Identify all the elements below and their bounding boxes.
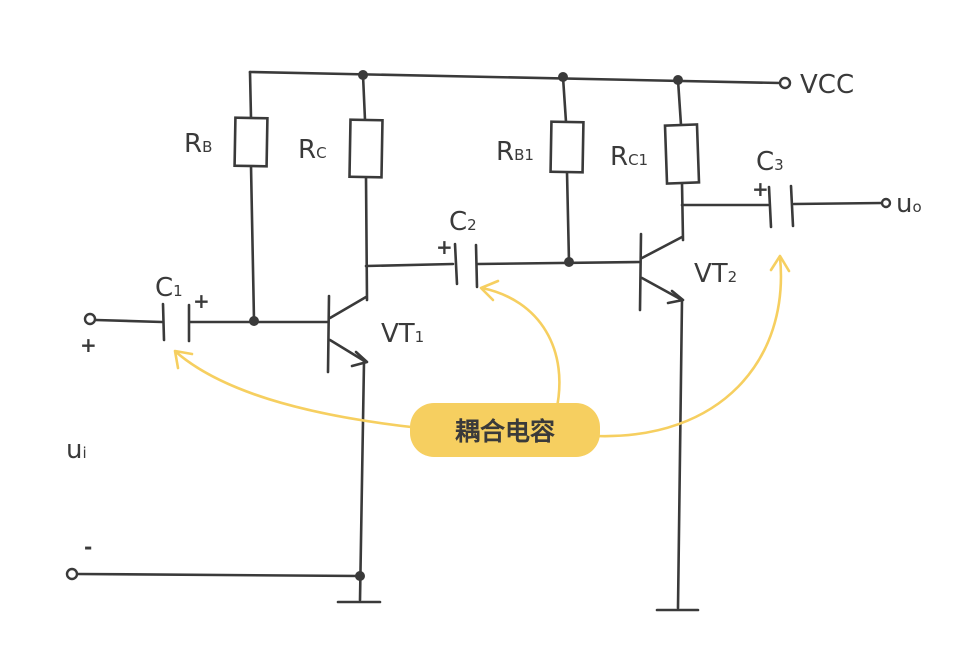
resistor-rc xyxy=(348,118,384,179)
capacitor-c2 xyxy=(453,242,479,289)
callout-arrow-c1-head xyxy=(173,349,194,370)
rc-top-wire xyxy=(361,73,367,122)
label-input: ui xyxy=(66,435,87,465)
input-minus-sign: - xyxy=(84,535,92,559)
junction-dot xyxy=(355,571,365,581)
rc1-bottom-wire xyxy=(680,181,685,242)
rb1-top-wire xyxy=(561,75,568,124)
callout-arrow-c1 xyxy=(174,350,422,430)
c2-to-vt2-base-wire xyxy=(476,260,642,266)
input-plus-sign: + xyxy=(80,333,97,357)
output-wire xyxy=(792,201,884,206)
callout-arrow-c2-head xyxy=(479,279,500,302)
label-c3: C3 xyxy=(756,147,784,177)
callout-arrow-c2 xyxy=(480,286,561,414)
vcc-rail xyxy=(248,70,782,85)
label-c2: C2 xyxy=(449,207,477,237)
capacitor-c1 xyxy=(161,302,191,343)
output-terminal xyxy=(880,197,892,209)
polarity-c3: + xyxy=(752,177,769,201)
callout-arrow-c3-head xyxy=(769,254,791,273)
callout-text: 耦合电容 xyxy=(455,417,555,446)
vcc-label: VCC xyxy=(800,70,854,100)
label-rc1: RC1 xyxy=(610,142,648,172)
junction-dot xyxy=(558,72,568,82)
vt1-collector-wire xyxy=(364,262,455,268)
junction-dot xyxy=(358,70,368,80)
rb-top-wire xyxy=(248,70,253,120)
rc-bottom-wire xyxy=(364,175,369,302)
resistor-rc1 xyxy=(663,123,701,185)
label-output: uo xyxy=(896,189,922,219)
label-vt2: VT2 xyxy=(694,259,737,289)
label-rb1: RB1 xyxy=(496,137,534,167)
junction-dot xyxy=(673,75,683,85)
vt1-emitter-wire xyxy=(358,360,366,602)
resistor-rb xyxy=(233,116,269,168)
transistor-vt2 xyxy=(638,232,685,312)
label-rc: RC xyxy=(298,135,327,165)
junction-dot xyxy=(249,316,259,326)
rb-bottom-wire xyxy=(249,164,256,322)
input-wire xyxy=(94,318,164,324)
vt2-emitter-wire xyxy=(676,298,684,610)
vcc-terminal xyxy=(778,76,792,90)
callout-arrow-c3 xyxy=(594,255,783,438)
polarity-c2: + xyxy=(436,235,453,259)
resistor-rb1 xyxy=(549,120,585,174)
input-plus-terminal xyxy=(83,312,97,326)
rb1-bottom-wire xyxy=(565,170,571,264)
label-c1: C1 xyxy=(155,273,183,303)
junction-dot xyxy=(564,257,574,267)
label-vt1: VT1 xyxy=(381,319,424,349)
polarity-c1: + xyxy=(193,289,210,313)
callout-bubble xyxy=(410,403,600,457)
capacitor-c3 xyxy=(767,184,795,229)
rc1-top-wire xyxy=(676,78,683,127)
input-minus-wire xyxy=(75,572,362,578)
input-minus-terminal xyxy=(65,567,79,581)
transistor-vt1 xyxy=(326,294,369,374)
label-rb: RB xyxy=(184,129,212,159)
